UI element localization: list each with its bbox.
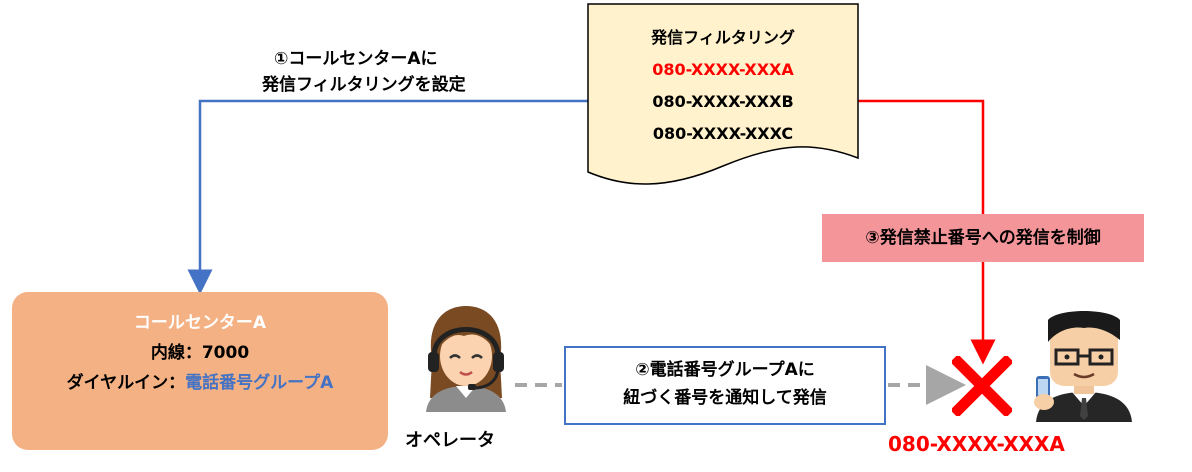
filter-number-c: 080-XXXX-XXXC [652, 124, 794, 143]
step3-label: ③発信禁止番号への発信を制御 [822, 214, 1144, 262]
step2-line1: ②電話番号グループAに [635, 360, 815, 380]
step2-line2: 紐づく番号を通知して発信 [623, 388, 827, 408]
call-center-box: コールセンターA 内線：7000 ダイヤルイン：電話番号グループA [12, 292, 388, 450]
red-connector [857, 99, 996, 365]
call-center-title: コールセンターA [133, 313, 267, 333]
step1-line1: ①コールセンターAに [274, 49, 438, 69]
blocked-number: 080-XXXX-XXXA [888, 432, 1065, 456]
step2-box: ②電話番号グループAに 紐づく番号を通知して発信 [564, 346, 886, 425]
block-cross-icon [952, 356, 1012, 416]
step1-label: ①コールセンターAに 発信フィルタリングを設定 [262, 46, 466, 98]
call-center-dial-in: ダイヤルイン：電話番号グループA [12, 368, 388, 398]
filter-document-title: 発信フィルタリング [651, 28, 795, 47]
filter-document-shape [587, 3, 859, 185]
filter-number-b: 080-XXXX-XXXB [652, 92, 794, 111]
blue-connector [187, 99, 588, 295]
call-center-extension: 内線：7000 [150, 343, 250, 363]
step1-line2: 発信フィルタリングを設定 [262, 75, 466, 95]
businessman-phone-icon [1034, 311, 1132, 422]
dial-in-value: 電話番号グループA [185, 373, 334, 393]
headset-operator-icon [426, 306, 506, 412]
operator-label: オペレータ [405, 430, 495, 451]
filter-number-a: 080-XXXX-XXXA [652, 60, 794, 79]
filter-document: 発信フィルタリング 080-XXXX-XXXA 080-XXXX-XXXB 08… [588, 22, 858, 150]
dial-in-label: ダイヤルイン： [66, 373, 186, 393]
